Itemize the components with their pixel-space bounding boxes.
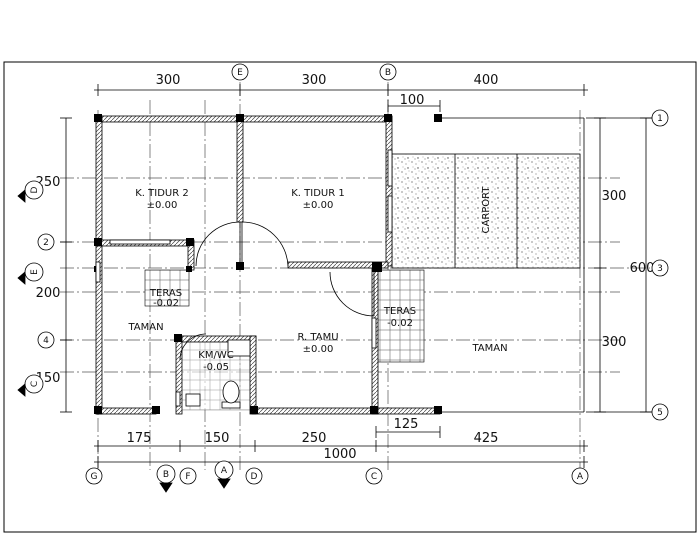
- carport-bay-lines: [454, 154, 518, 268]
- room-tamu-name: R. TAMU: [297, 332, 338, 343]
- dim-bottom-4: 125: [394, 417, 419, 432]
- taman-left-label: TAMAN: [127, 322, 163, 333]
- teras-right-name: TERAS: [383, 306, 416, 317]
- dim-right-1: 300: [602, 189, 627, 204]
- dim-bottom-1: 175: [127, 431, 152, 446]
- bath-tub-fixture: [185, 339, 251, 407]
- dim-top-sub: 100: [400, 93, 425, 108]
- grid-bubble-1: 1: [657, 114, 663, 124]
- dim-bottom-5: 425: [474, 431, 499, 446]
- room-tidur2-name: K. TIDUR 2: [135, 188, 188, 199]
- dim-top-2: 300: [302, 73, 327, 88]
- teras-left-level: -0.02: [153, 298, 179, 309]
- grid-bubble-f: F: [185, 472, 190, 482]
- dim-bottom-2: 150: [205, 431, 230, 446]
- dim-right-2: 300: [602, 335, 627, 350]
- section-mark-d: D: [30, 186, 40, 193]
- drawing-frame: [3, 61, 697, 533]
- grid-bubble-c: C: [371, 472, 377, 482]
- grid-bubble-d: D: [251, 472, 258, 482]
- grid-bubble-b: B: [385, 68, 391, 78]
- toilet-fixture: [221, 380, 241, 409]
- bottom-dimension-chain: [94, 426, 588, 468]
- room-tidur1-name: K. TIDUR 1: [291, 188, 344, 199]
- room-tidur2-level: ±0.00: [147, 200, 178, 211]
- room-tidur1-level: ±0.00: [303, 200, 334, 211]
- section-mark-a: A: [221, 466, 228, 476]
- dim-bottom-total: 1000: [323, 447, 356, 462]
- carport-label: CARPORT: [481, 186, 492, 234]
- windows: [95, 149, 393, 407]
- section-mark-e: E: [30, 269, 40, 275]
- teras-left-name: TERAS: [149, 288, 182, 299]
- left-dimension-chain: [60, 117, 72, 413]
- section-markers: [17, 180, 234, 493]
- grid-bubbles: [37, 63, 669, 485]
- dim-top-1: 300: [156, 73, 181, 88]
- grid-bubble-g: G: [91, 472, 98, 482]
- section-mark-c: C: [30, 381, 40, 387]
- dim-top-3: 400: [474, 73, 499, 88]
- room-tamu-level: ±0.00: [303, 344, 334, 355]
- door-swings: [179, 221, 375, 361]
- taman-right-label: TAMAN: [471, 343, 507, 354]
- teras-right-tiles: [377, 269, 425, 363]
- site-boundary: [440, 117, 585, 413]
- grid-bubble-a: A: [577, 472, 584, 482]
- teras-right-level: -0.02: [387, 318, 413, 329]
- grid-bubble-2: 2: [43, 238, 49, 248]
- grid-bubble-3: 3: [657, 264, 663, 274]
- top-dimension-chain: [94, 84, 588, 112]
- section-mark-b: B: [163, 470, 169, 480]
- grid-bubble-4: 4: [43, 336, 49, 346]
- grid-bubble-5: 5: [657, 408, 663, 418]
- grid-bubble-e: E: [237, 68, 243, 78]
- teras-left-tiles: [144, 269, 190, 307]
- dim-right-total: 600: [630, 261, 655, 276]
- right-dimension-chain: [586, 117, 652, 413]
- carport-area: [391, 153, 581, 269]
- dim-bottom-3: 250: [302, 431, 327, 446]
- room-kmwc-name: KM/WC: [198, 350, 233, 361]
- dim-left-2: 200: [36, 286, 61, 301]
- room-kmwc-level: -0.05: [203, 362, 229, 373]
